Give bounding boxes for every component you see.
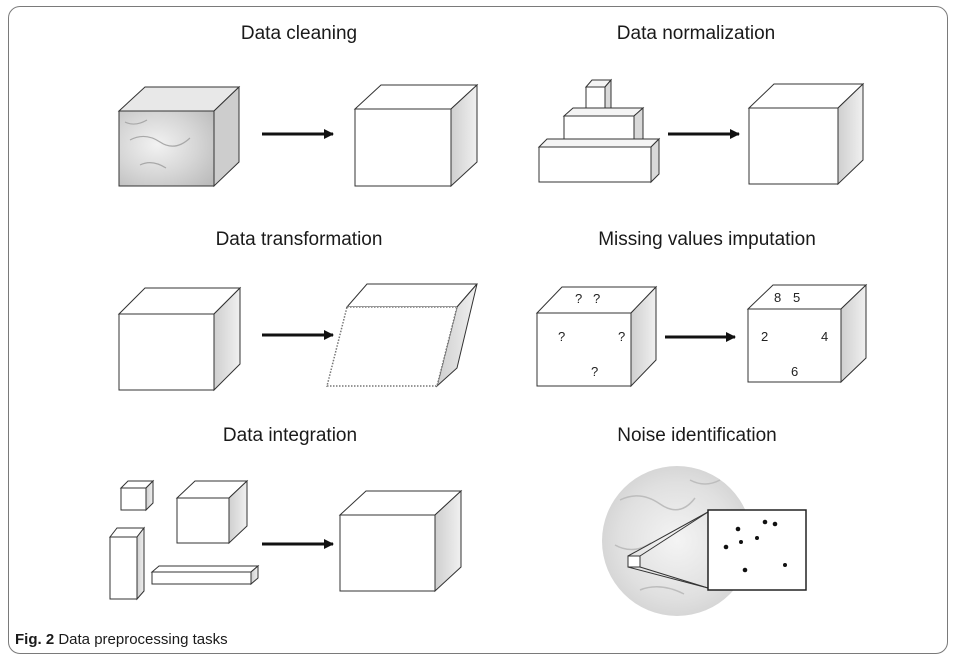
title-data-transformation: Data transformation [215,229,383,250]
imputed-value-marks: 8 5 2 4 6 [761,290,828,379]
title-missing-values-imputation: Missing values imputation [598,229,816,250]
integrated-cube [338,489,463,593]
figure-caption: Fig. 2 Data preprocessing tasks [15,631,228,648]
title-noise-identification: Noise identification [617,425,777,446]
imputed-value: 8 [774,290,781,305]
missing-mark: ? [558,329,565,344]
medium-cube [175,479,249,545]
title-data-cleaning: Data cleaning [240,23,358,44]
flat-bar [150,564,260,586]
missing-mark: ? [575,291,582,306]
title-data-integration: Data integration [222,425,358,446]
missing-mark: ? [618,329,625,344]
zoom-callout [627,509,807,591]
small-cube [119,479,155,512]
cube-with-imputed-values [746,283,868,384]
imputed-value: 4 [821,329,828,344]
dirty-cube [117,85,241,188]
missing-value-marks: ? ? ? ? ? [558,291,625,379]
source-cube-transformation [117,286,242,392]
cube-with-missing-values [535,285,658,388]
figure-frame [8,6,948,654]
missing-mark: ? [593,291,600,306]
skewed-cube [326,283,479,388]
title-data-normalization: Data normalization [616,23,776,44]
noise-points [723,519,787,573]
imputed-value: 6 [791,364,798,379]
missing-mark: ? [591,364,598,379]
tall-column [108,526,146,601]
clean-cube [353,83,479,188]
imputed-value: 2 [761,329,768,344]
normalized-cube [747,82,865,186]
stepped-pyramid [537,78,661,184]
caption-label: Fig. 2 [15,631,55,648]
imputed-value: 5 [793,290,800,305]
caption-text: Data preprocessing tasks [58,631,228,648]
